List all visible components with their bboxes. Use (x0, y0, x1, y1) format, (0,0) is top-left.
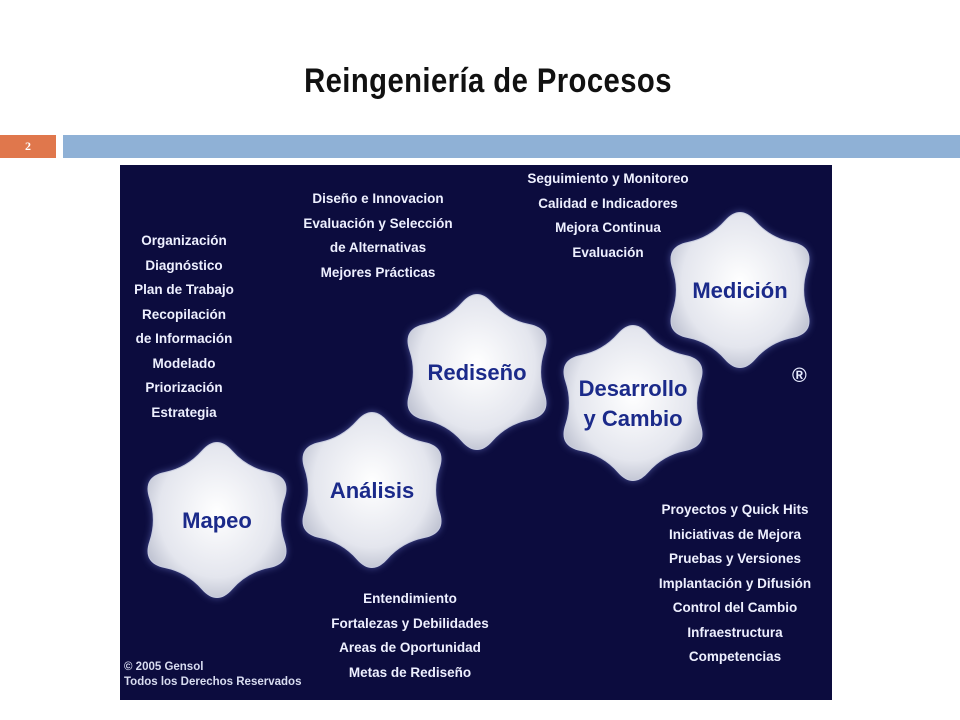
mapeo-item: Priorización (145, 380, 223, 395)
header-band (63, 135, 960, 158)
medicion-item: Mejora Continua (555, 220, 661, 235)
stage-star (563, 325, 703, 481)
registered-mark: ® (792, 365, 807, 387)
mapeo-item: Recopilación (141, 306, 227, 322)
stage-medicion: Medición (670, 212, 810, 368)
mapeo-item: de Información (135, 331, 233, 346)
stage-star (670, 212, 810, 368)
mapeo-item: Plan de Trabajo (134, 282, 234, 297)
rediseno-item: Evaluación y Selección (303, 215, 453, 231)
medicion-item: Seguimiento y Monitoreo (527, 171, 689, 186)
mapeo-item: Diagnóstico (145, 257, 223, 273)
desarrollo-item: Infraestructura (687, 624, 783, 640)
slide-title: Reingeniería de Procesos (304, 62, 672, 100)
mapeo-item: Estrategia (151, 404, 217, 420)
analisis-items: Entendimiento Fortalezas y Debilidades A… (310, 587, 510, 685)
rediseno-item: Diseño e Innovacion (312, 191, 444, 206)
analisis-item: Entendimiento (363, 591, 457, 606)
medicion-item: Evaluación (572, 244, 644, 260)
analisis-item: Metas de Rediseño (348, 664, 472, 680)
medicion-items: Seguimiento y Monitoreo Calidad e Indica… (508, 167, 708, 265)
stage-label: Análisis (330, 478, 414, 503)
stage-label: Rediseño (427, 360, 526, 385)
stage-star (147, 442, 287, 598)
stage-label: y Cambio (583, 406, 682, 431)
rediseno-item: de Alternativas (329, 240, 427, 255)
copyright-line: Todos los Derechos Reservados (124, 676, 302, 688)
analisis-item: Areas de Oportunidad (339, 640, 481, 655)
stage-desarrollo: Desarrollo y Cambio (563, 325, 703, 481)
copyright-notice: © 2005 Gensol Todos los Derechos Reserva… (124, 660, 301, 690)
desarrollo-item: Control del Cambio (672, 600, 798, 615)
desarrollo-item: Implantación y Difusión (658, 575, 812, 591)
rediseno-item: Mejores Prácticas (320, 264, 436, 280)
stage-star (407, 294, 547, 450)
desarrollo-item: Competencias (688, 649, 782, 664)
mapeo-items: Organización Diagnóstico Plan de Trabajo… (120, 229, 248, 425)
rediseno-items: Diseño e Innovacion Evaluación y Selecci… (288, 187, 468, 285)
stage-analisis: Análisis (302, 412, 442, 568)
stage-label: Medición (692, 278, 787, 303)
desarrollo-item: Pruebas y Versiones (668, 551, 802, 566)
desarrollo-item: Proyectos y Quick Hits (661, 502, 809, 517)
stage-mapeo: Mapeo (147, 442, 287, 598)
stage-label: Mapeo (182, 508, 252, 533)
mapeo-item: Modelado (152, 355, 216, 371)
desarrollo-item: Iniciativas de Mejora (668, 526, 802, 542)
stage-rediseno: Rediseño (407, 294, 547, 450)
analisis-item: Fortalezas y Debilidades (331, 615, 489, 631)
desarrollo-items: Proyectos y Quick Hits Iniciativas de Me… (640, 498, 830, 670)
medicion-item: Calidad e Indicadores (538, 195, 678, 211)
copyright-line: © 2005 Gensol (124, 661, 204, 673)
stage-label: Desarrollo (579, 376, 688, 401)
slide-number: 2 (0, 135, 56, 158)
mapeo-item: Organización (141, 233, 227, 248)
stage-star (302, 412, 442, 568)
